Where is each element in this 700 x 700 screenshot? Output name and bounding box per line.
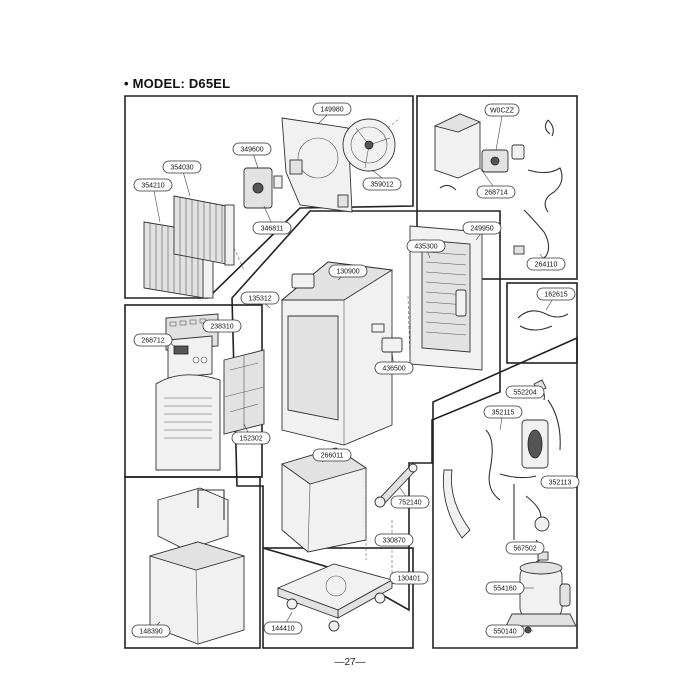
svg-text:354210: 354210 — [141, 183, 164, 190]
part-label-266011: 266011 — [312, 448, 352, 462]
part-label-W0CZZ: W0CZZ — [484, 103, 520, 117]
control-box — [433, 113, 554, 191]
svg-text:349600: 349600 — [240, 147, 263, 154]
fan-blade — [342, 118, 396, 172]
part-label-552204: 552204 — [505, 385, 545, 399]
svg-text:238310: 238310 — [210, 324, 233, 331]
part-label-554160: 554160 — [485, 581, 525, 595]
svg-text:552204: 552204 — [513, 390, 536, 397]
part-label-550140: 550140 — [485, 624, 525, 638]
part-label-349600: 349600 — [232, 142, 272, 156]
svg-text:144410: 144410 — [271, 626, 294, 633]
part-label-436500: 436500 — [374, 361, 414, 375]
water-tank-handle — [157, 487, 229, 551]
svg-text:268712: 268712 — [141, 338, 164, 345]
part-label-268712: 268712 — [133, 333, 173, 347]
svg-text:554160: 554160 — [493, 586, 516, 593]
part-label-152302: 152302 — [231, 431, 271, 445]
part-label-149980: 149980 — [312, 102, 352, 116]
svg-text:567502: 567502 — [513, 546, 536, 553]
section-frames — [124, 95, 578, 649]
compressor — [505, 561, 577, 634]
part-label-249950: 249950 — [462, 221, 502, 235]
svg-text:352115: 352115 — [492, 410, 515, 417]
part-label-330870: 330870 — [374, 533, 414, 547]
part-label-268714: 268714 — [476, 185, 516, 199]
part-label-352115: 352115 — [483, 405, 523, 419]
frame-control-box — [416, 95, 578, 280]
fan-motor-bracket — [281, 117, 353, 213]
wire-harness-main — [513, 167, 563, 262]
svg-text:435300: 435300 — [414, 244, 437, 251]
display-board — [167, 335, 213, 379]
rear-panel — [409, 225, 483, 371]
svg-text:354030: 354030 — [170, 165, 193, 172]
part-label-352113: 352113 — [540, 475, 580, 489]
assembly-guides — [233, 117, 411, 580]
svg-text:249950: 249950 — [470, 226, 493, 233]
svg-text:352113: 352113 — [549, 480, 572, 487]
part-label-354030: 354030 — [162, 160, 202, 174]
wire-harness-small — [517, 310, 569, 331]
part-label-752140: 752140 — [390, 495, 430, 509]
part-label-135312: 135312 — [240, 291, 280, 305]
part-label-144410: 144410 — [263, 621, 303, 635]
page-number: —27— — [334, 657, 366, 668]
part-label-130900: 130900 — [328, 264, 368, 278]
svg-text:346811: 346811 — [261, 226, 284, 233]
frame-condenser-cabinet — [124, 95, 414, 299]
svg-text:268714: 268714 — [484, 190, 507, 197]
frame-water-tank — [124, 476, 261, 649]
svg-text:550140: 550140 — [493, 629, 516, 636]
svg-text:266011: 266011 — [321, 453, 344, 460]
svg-text:436500: 436500 — [382, 366, 405, 373]
refrigerant-piping — [499, 473, 550, 540]
part-label-162615: 162615 — [536, 287, 576, 301]
part-label-435300: 435300 — [406, 239, 446, 253]
part-label-346811: 346811 — [252, 221, 292, 235]
frame-refrigeration — [432, 336, 578, 649]
air-filter — [223, 349, 265, 435]
main-cabinet — [280, 261, 403, 446]
svg-text:149980: 149980 — [320, 107, 343, 114]
base-pan — [276, 563, 394, 632]
part-label-264110: 264110 — [526, 257, 566, 271]
frame-harness — [506, 282, 578, 364]
svg-text:148390: 148390 — [139, 629, 162, 636]
svg-text:162615: 162615 — [544, 292, 567, 299]
svg-text:135312: 135312 — [248, 296, 271, 303]
part-label-148390: 148390 — [131, 624, 171, 638]
part-label-359012: 359012 — [362, 177, 402, 191]
svg-text:152302: 152302 — [239, 436, 262, 443]
svg-text:130900: 130900 — [336, 269, 359, 276]
condenser-coil-rear — [173, 195, 235, 266]
svg-text:330870: 330870 — [382, 538, 405, 545]
frame-center-cabinet — [231, 210, 501, 612]
front-grille — [155, 374, 221, 471]
frame-base-pan — [262, 547, 414, 649]
svg-text:359012: 359012 — [370, 182, 393, 189]
part-label-567502: 567502 — [505, 541, 545, 555]
svg-text:264110: 264110 — [535, 262, 558, 269]
svg-text:752140: 752140 — [398, 500, 421, 507]
drain-pan — [280, 447, 368, 553]
fan-motor — [243, 167, 283, 209]
water-tank — [148, 541, 246, 645]
part-label-354210: 354210 — [133, 178, 173, 192]
part-label-238310: 238310 — [202, 319, 242, 333]
suction-tube — [521, 399, 561, 469]
evaporator-tube — [442, 429, 501, 539]
part-label-130401: 130401 — [389, 571, 429, 585]
tie-bar — [374, 463, 418, 508]
svg-text:130401: 130401 — [397, 576, 420, 583]
svg-text:W0CZZ: W0CZZ — [490, 108, 515, 115]
model-title: • MODEL: D65EL — [124, 76, 231, 91]
